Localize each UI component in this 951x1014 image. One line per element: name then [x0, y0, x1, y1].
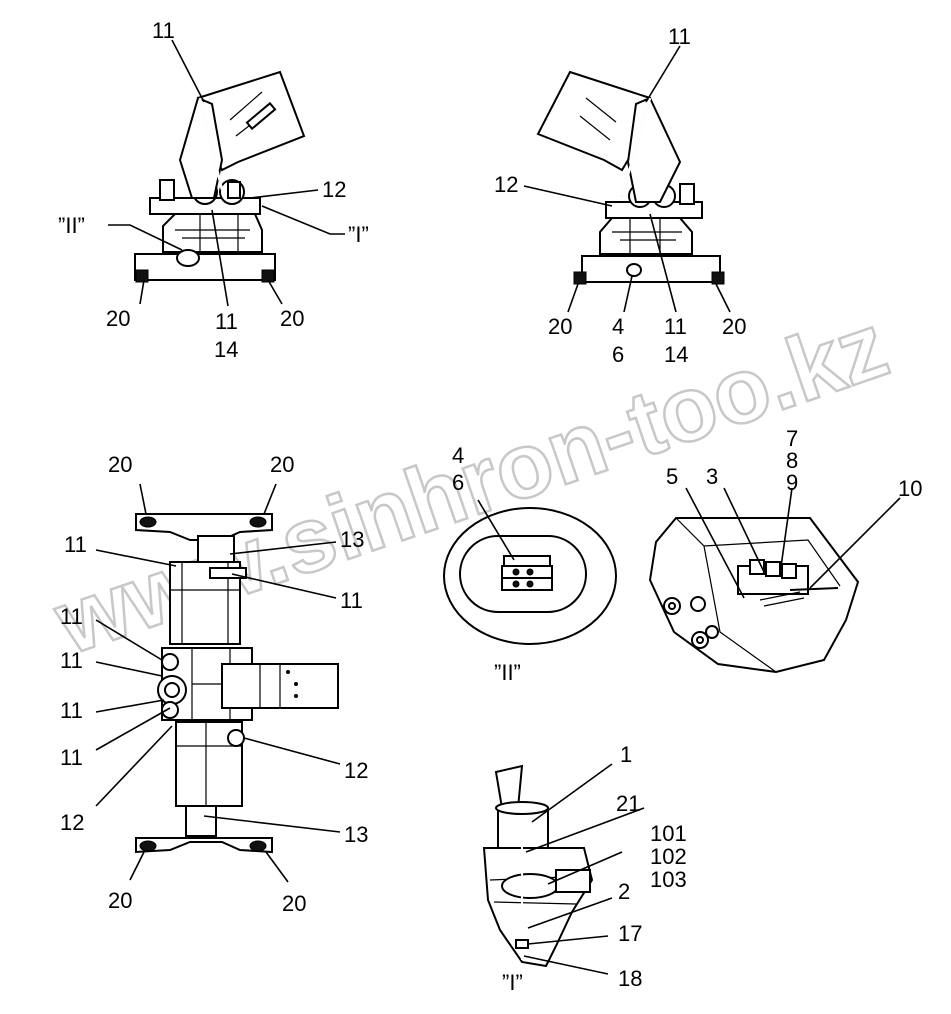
callout-20: 20 [108, 888, 132, 913]
callout-5: 5 [666, 464, 678, 489]
callout-20: 20 [548, 314, 572, 339]
callout-7: 7 [786, 426, 798, 451]
callout-102: 102 [650, 844, 687, 869]
callout-6: 6 [612, 342, 624, 367]
callout-11: 11 [60, 698, 83, 723]
callout-101: 101 [650, 821, 687, 846]
detail-caption-ii: ”II” [494, 660, 521, 685]
view-top-left: 11 12 ”I” ”II” 20 20 11 14 [58, 18, 369, 362]
callout-11: 11 [664, 314, 687, 339]
callout-20: 20 [280, 306, 304, 331]
detail-ii: 4 6 ”II” [443, 443, 617, 685]
callout-6: 6 [452, 470, 464, 495]
callout-20: 20 [106, 306, 130, 331]
callout-11: 11 [152, 18, 175, 43]
callout-12: 12 [344, 758, 368, 783]
callout-17: 17 [618, 921, 642, 946]
detail-ref-ii: ”II” [58, 213, 85, 238]
detail-caption-i: ”I” [502, 970, 523, 995]
callout-9: 9 [786, 470, 798, 495]
callout-11: 11 [215, 309, 238, 334]
view-top-right: 11 12 20 4 6 11 14 20 [494, 24, 746, 367]
callout-12: 12 [322, 177, 346, 202]
callout-13: 13 [344, 822, 368, 847]
callout-8: 8 [786, 448, 798, 473]
callout-2: 2 [618, 879, 630, 904]
detail-relay: 7 8 9 5 3 10 [648, 426, 922, 674]
callout-11: 11 [668, 24, 691, 49]
callout-14: 14 [664, 342, 688, 367]
callout-21: 21 [616, 791, 640, 816]
callout-12: 12 [494, 172, 518, 197]
callout-14: 14 [214, 337, 238, 362]
callout-4: 4 [612, 314, 624, 339]
callout-12: 12 [60, 810, 84, 835]
callout-11: 11 [64, 532, 87, 557]
callout-10: 10 [898, 476, 922, 501]
callout-20: 20 [270, 452, 294, 477]
callout-18: 18 [618, 966, 642, 991]
callout-11: 11 [60, 648, 83, 673]
view-plan: 20 20 11 13 11 11 11 11 11 12 12 13 20 2… [60, 452, 368, 916]
callout-11: 11 [340, 588, 363, 613]
callout-20: 20 [722, 314, 746, 339]
callout-13: 13 [340, 527, 364, 552]
detail-ref-i: ”I” [348, 222, 369, 247]
callout-11: 11 [60, 604, 83, 629]
callout-4: 4 [452, 443, 464, 468]
callout-3: 3 [706, 464, 718, 489]
detail-i: 1 21 101 102 103 2 17 18 ”I” [482, 742, 687, 995]
callout-11: 11 [60, 745, 83, 770]
callout-103: 103 [650, 867, 687, 892]
callout-20: 20 [108, 452, 132, 477]
callout-1: 1 [620, 742, 632, 767]
callout-20: 20 [282, 891, 306, 916]
